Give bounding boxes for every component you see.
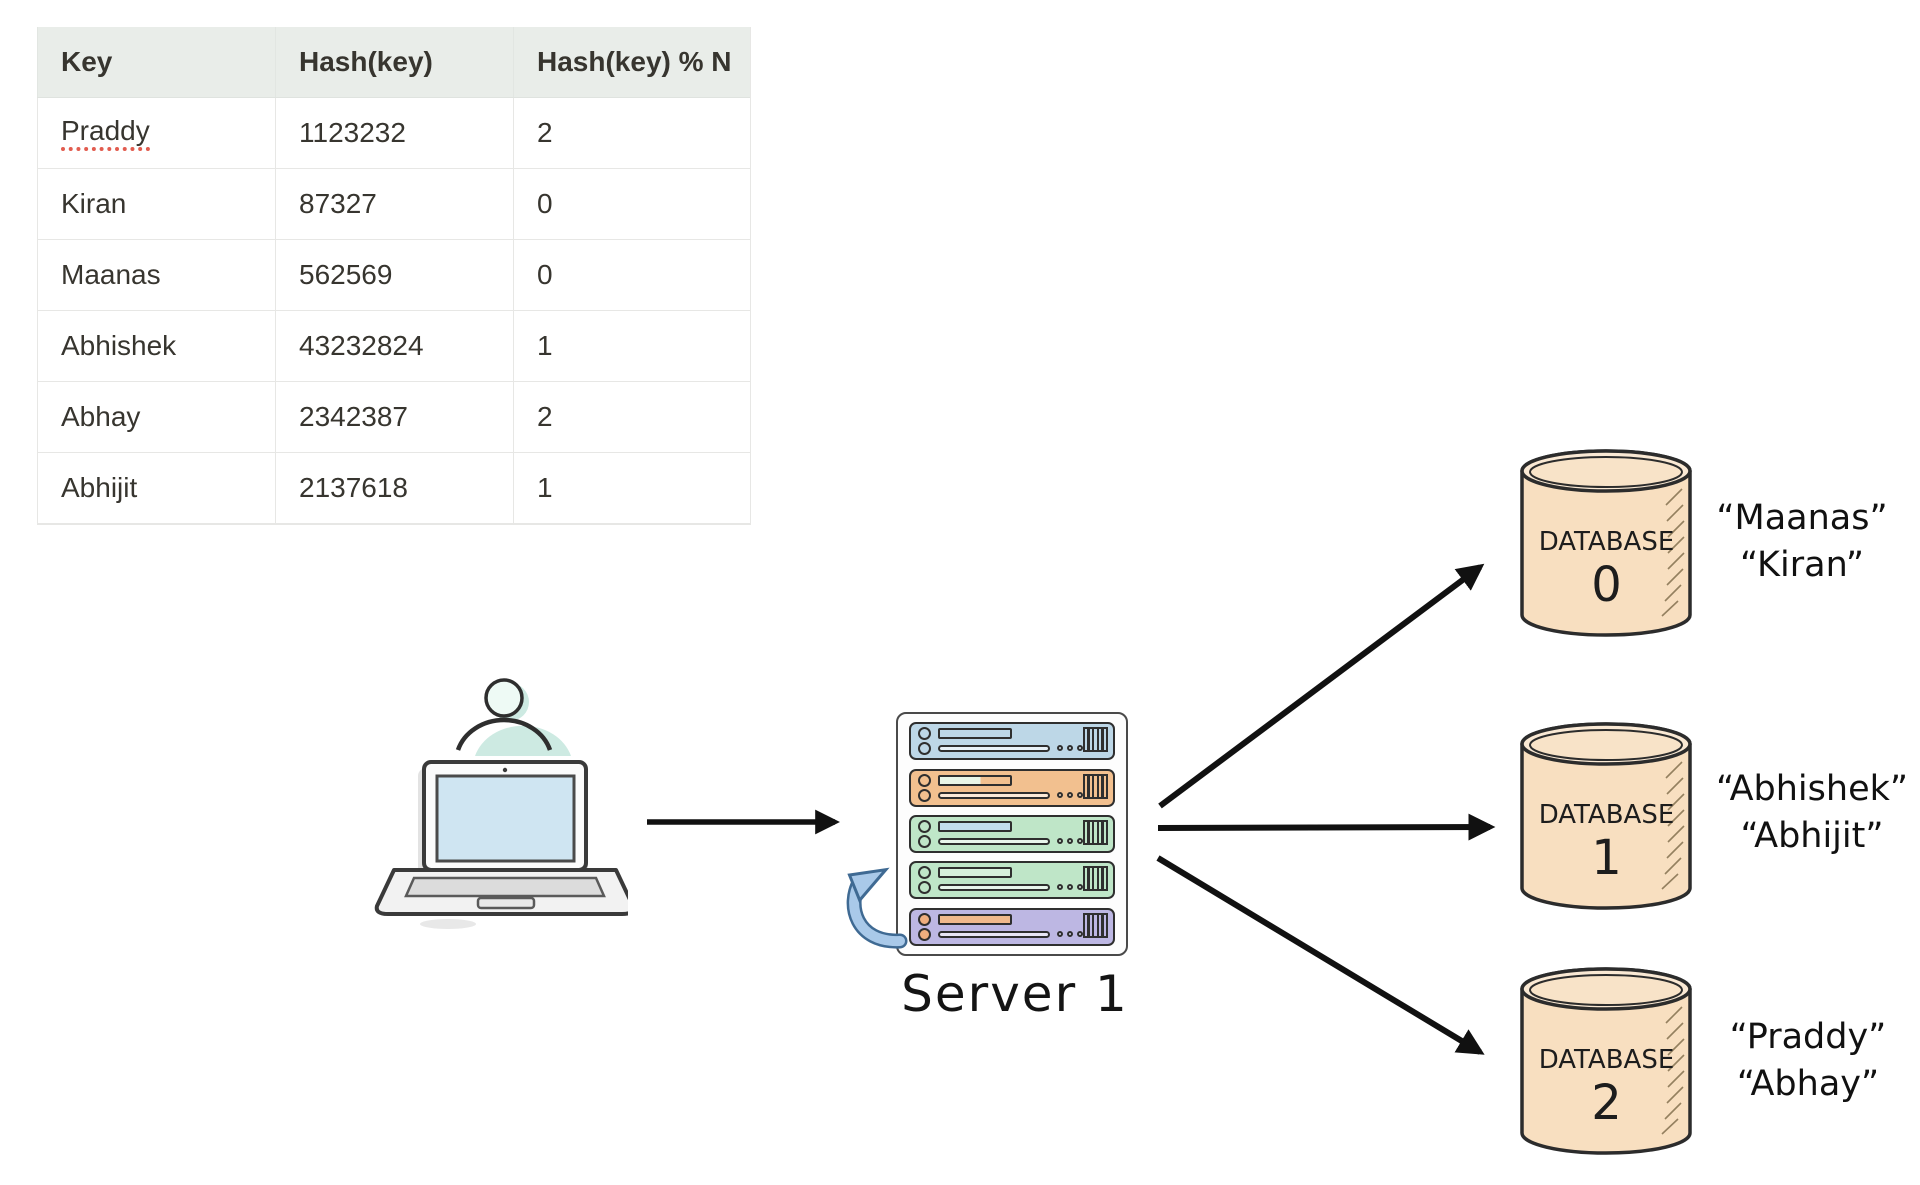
server-unit-green [909,861,1115,900]
table-row: Praddy 1123232 2 [37,98,750,169]
cell-key: Abhijit [37,453,275,523]
stored-key: “Kiran” [1740,545,1864,586]
server-unit-blue [909,722,1115,761]
table-row: Kiran 87327 0 [37,169,750,240]
cell-mod: 2 [513,382,750,452]
cell-key: Abhay [37,382,275,452]
database-1: DATABASE 1 [1514,716,1699,921]
cell-key: Kiran [37,169,275,239]
cell-hash: 87327 [275,169,513,239]
server-unit-orange [909,768,1115,807]
arrow-server-to-db0 [1158,563,1485,809]
server-label: Server 1 [901,965,1129,1023]
cell-key: Abhishek [37,311,275,381]
server-unit-purple [909,907,1115,946]
server-rack-icon [896,712,1128,956]
client-illustration [318,660,636,950]
cell-hash: 1123232 [275,98,513,168]
database-cylinder-icon [1520,722,1692,910]
database-0: DATABASE 0 [1514,443,1699,648]
person-laptop-icon [374,678,636,929]
misspelled-word: Praddy [61,115,150,152]
table-row: Abhay 2342387 2 [37,382,750,453]
database-1-keys: “Abhishek” “Abhijit” [1692,766,1920,861]
table-row: Maanas 562569 0 [37,240,750,311]
cell-key: Maanas [37,240,275,310]
cell-mod: 0 [513,169,750,239]
column-header-mod: Hash(key) % N [513,27,750,97]
database-0-keys: “Maanas” “Kiran” [1682,495,1920,590]
arrow-server-to-db1 [1157,813,1496,841]
column-header-hash: Hash(key) [275,27,513,97]
database-cylinder-icon [1520,449,1692,637]
cell-hash: 2137618 [275,453,513,523]
refresh-arrow-icon [846,867,908,949]
database-cylinder-icon [1520,967,1692,1155]
arrow-server-to-db2 [1156,855,1485,1055]
table-row: Abhijit 2137618 1 [37,453,750,524]
database-number: 1 [1591,830,1622,886]
stored-key: “Abhishek” [1715,769,1909,809]
database-number: 2 [1591,1075,1622,1131]
stored-key: “Abhay” [1736,1064,1880,1105]
cell-mod: 1 [513,453,750,523]
column-header-key: Key [37,27,275,97]
database-name: DATABASE [1538,527,1675,557]
cell-hash: 562569 [275,240,513,310]
cell-hash: 43232824 [275,311,513,381]
cell-mod: 1 [513,311,750,381]
table-header-row: Key Hash(key) Hash(key) % N [37,27,750,98]
stored-key: “Praddy” [1729,1017,1887,1057]
database-name: DATABASE [1538,1045,1675,1075]
stored-key: “Maanas” [1716,498,1888,538]
database-number: 0 [1591,557,1622,613]
database-2-keys: “Praddy” “Abhay” [1688,1014,1920,1109]
cell-mod: 0 [513,240,750,310]
stored-key: “Abhijit” [1740,816,1884,857]
server-unit-green [909,814,1115,853]
cell-mod: 2 [513,98,750,168]
cell-hash: 2342387 [275,382,513,452]
database-name: DATABASE [1538,800,1675,830]
hash-table: Key Hash(key) Hash(key) % N Praddy 11232… [37,27,751,525]
cell-key: Praddy [37,98,275,168]
database-2: DATABASE 2 [1514,961,1699,1166]
table-row: Abhishek 43232824 1 [37,311,750,382]
